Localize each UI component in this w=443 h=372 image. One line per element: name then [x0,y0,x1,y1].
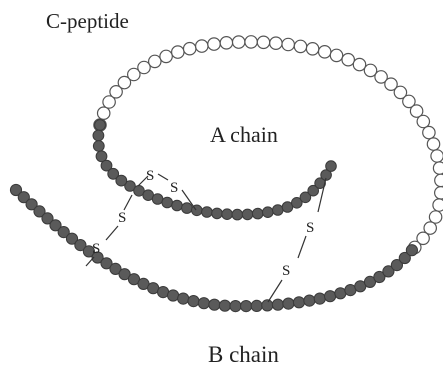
disulfide-bond-line [124,195,132,210]
c-peptide-label: C-peptide [46,9,129,33]
b-chain-residue [168,290,179,301]
b-chain-residue [116,175,127,186]
c-peptide-residue [282,38,294,50]
b-chain-residue [241,301,252,312]
b-chain-residue [93,141,104,152]
b-chain-residue [272,299,283,310]
a-chain-residue [252,208,263,219]
b-chain-residue [209,299,220,310]
c-peptide-residue [319,46,331,58]
c-peptide-residue [184,43,196,55]
b-chain-residue [93,130,104,141]
b-chain-residue [219,300,230,311]
c-peptide-residue [330,49,342,61]
a-chain-residue [232,209,243,220]
c-peptide-residue [435,174,443,186]
a-chain-residue [242,209,253,220]
a-chain-residue [222,209,233,220]
c-peptide-residue [306,43,318,55]
b-chain-residue [262,300,273,311]
b-chain-residue [304,295,315,306]
c-peptide-residue [196,40,208,52]
c-peptide-residue [270,37,282,49]
b-chain-residue [335,288,346,299]
disulfide-bond-line [268,280,282,302]
disulfide-bond-line [86,257,94,266]
c-peptide-residue [172,46,184,58]
b-chain-residue [178,293,189,304]
c-peptide-residue [433,199,443,211]
disulfide-s-label: S [118,210,126,226]
disulfide-s-label: S [146,168,154,184]
b-chain-residue [314,293,325,304]
a-chain-residue [182,203,193,214]
c-peptide-residue [353,58,365,70]
a-chain-residue [212,208,223,219]
b-chain-residue [158,287,169,298]
c-peptide-residue [149,55,161,67]
disulfide-s-label: S [170,180,178,196]
disulfide-bond-line [106,226,118,240]
b-chain-residue [325,291,336,302]
a-chain-residue [202,207,213,218]
c-peptide-residue [433,162,443,174]
b-chain-residue [283,298,294,309]
b-chain-residue [406,245,417,256]
b-chain-label: B chain [208,342,279,367]
a-chain [125,161,337,220]
c-peptide-residue [208,38,220,50]
a-chain-residue [326,161,337,172]
disulfide-bond-line [158,174,168,180]
a-chain-label: A chain [210,122,278,147]
c-peptide-residue [431,150,443,162]
c-peptide-residue [220,37,232,49]
c-peptide-residue [423,126,435,138]
c-peptide-residue [429,211,441,223]
c-peptide-residue [435,187,443,199]
c-peptide-residue [257,36,269,48]
b-chain-residue [198,298,209,309]
b-chain-residue [230,301,241,312]
c-peptide-residue [160,50,172,62]
c-peptide-residue [233,36,245,48]
a-chain-residue [273,205,284,216]
b-chain-residue [293,297,304,308]
b-chain-residue [188,296,199,307]
b-chain-residue [251,300,262,311]
a-chain-residue [162,197,173,208]
c-peptide-residue [417,115,429,127]
c-peptide-residue [98,107,110,119]
c-peptide-residue [342,54,354,66]
a-chain-residue [152,194,163,205]
c-peptide-residue [245,36,257,48]
a-chain-residue [172,200,183,211]
c-peptide-residue [427,138,439,150]
disulfide-s-label: S [306,220,314,236]
b-chain-residue [95,120,106,131]
disulfide-s-label: S [92,241,100,257]
disulfide-bond-line [298,236,306,258]
disulfide-s-label: S [282,263,290,279]
a-chain-residue [263,207,274,218]
c-peptide-residue [294,40,306,52]
